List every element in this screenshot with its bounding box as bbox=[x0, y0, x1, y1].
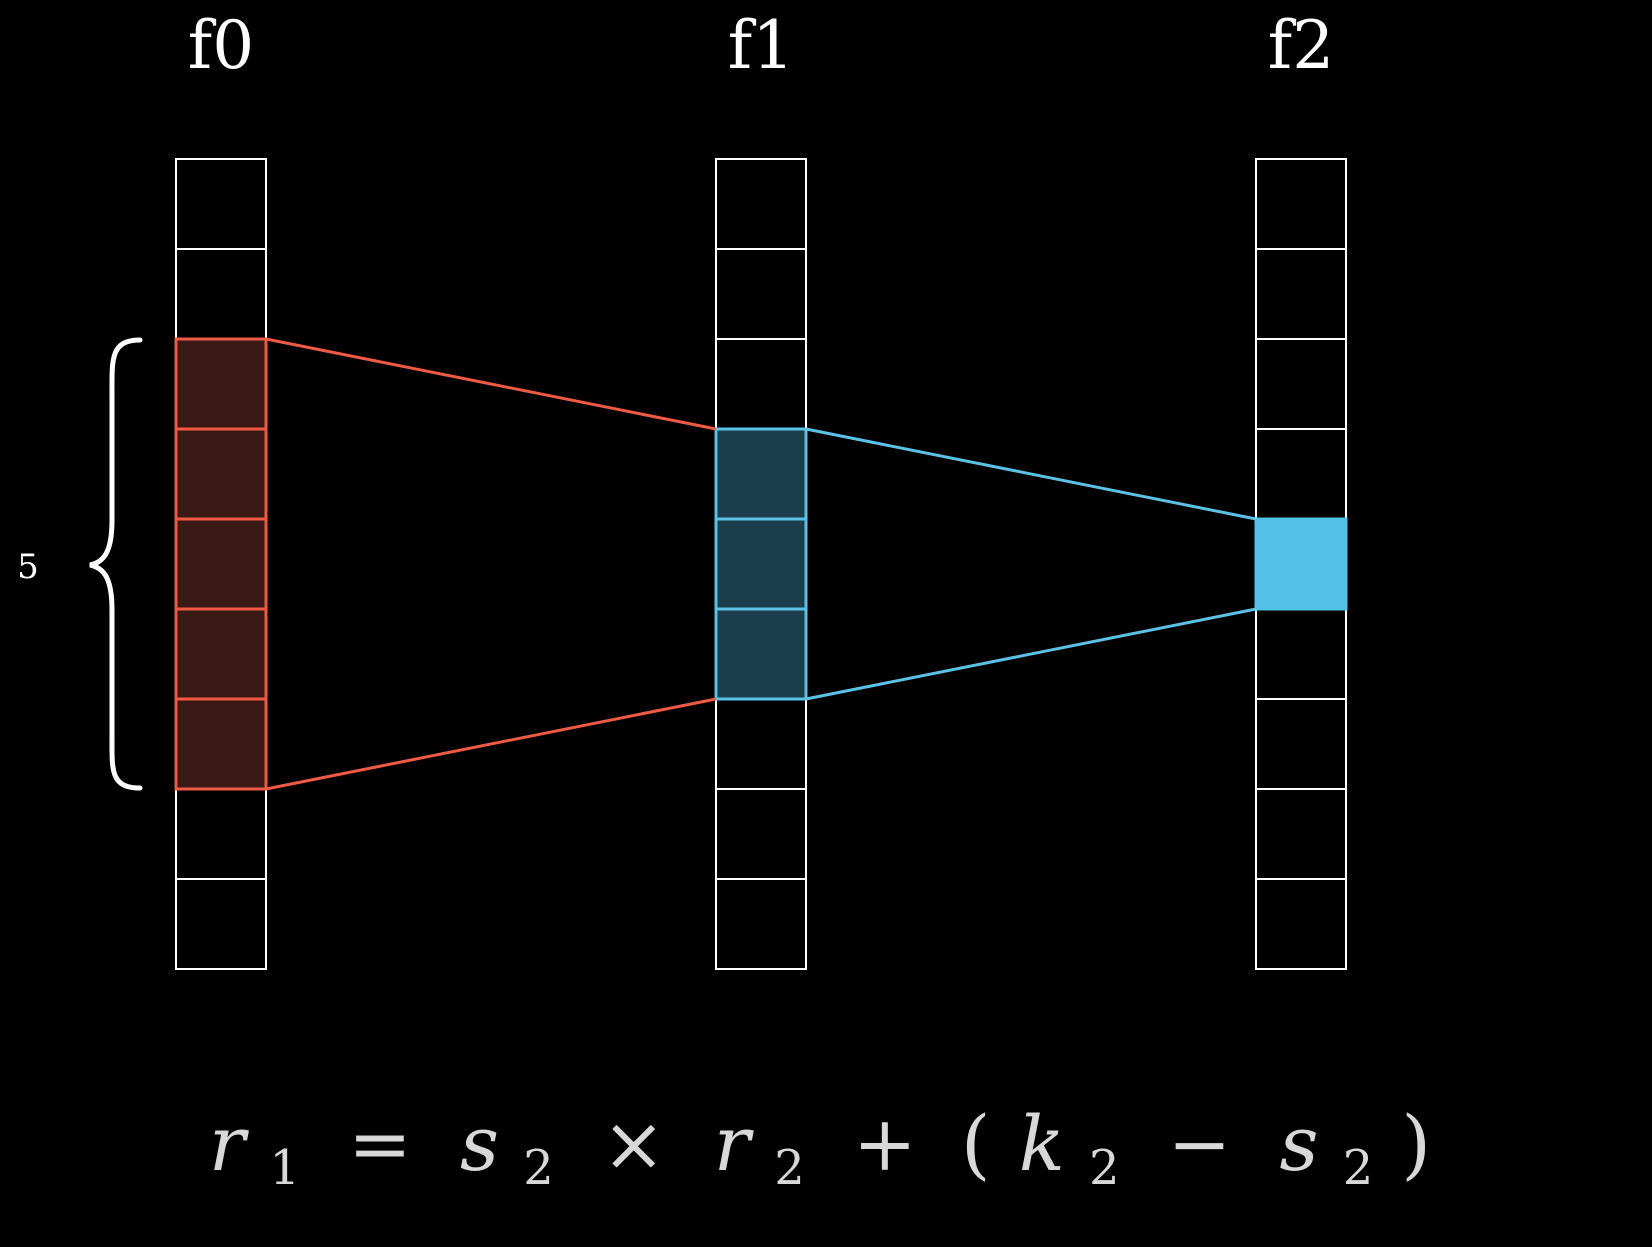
f0-highlight-cell-6 bbox=[174, 697, 268, 791]
feature-map-f2 bbox=[1254, 158, 1348, 970]
formula-r: r bbox=[209, 1099, 250, 1188]
f1-cell-8 bbox=[715, 878, 807, 970]
formula-lparen: ( bbox=[961, 1099, 991, 1188]
f2-cell-5 bbox=[1255, 608, 1347, 700]
f2-cell-7 bbox=[1255, 788, 1347, 880]
formula-sub-2a: 2 bbox=[523, 1140, 554, 1196]
feature-map-f0 bbox=[174, 158, 268, 970]
f0-cell-0 bbox=[175, 158, 267, 250]
formula-s: s bbox=[460, 1099, 499, 1188]
f1-cell-1 bbox=[715, 248, 807, 340]
brace-label: 5 bbox=[17, 547, 39, 587]
f0-cell-7 bbox=[175, 788, 267, 880]
f0-highlight-cell-3 bbox=[174, 427, 268, 521]
f1-to-f2-connector-top bbox=[805, 427, 1257, 521]
formula-k: k bbox=[1019, 1099, 1065, 1188]
f1-cell-0 bbox=[715, 158, 807, 250]
formula-minus: − bbox=[1168, 1099, 1232, 1188]
f2-cell-3 bbox=[1255, 428, 1347, 520]
column-title-f1: f1 bbox=[728, 7, 794, 84]
f1-cell-2 bbox=[715, 338, 807, 430]
f1-highlight-cell-5 bbox=[714, 607, 808, 701]
f0-highlight-cell-2 bbox=[174, 337, 268, 431]
formula-plus: + bbox=[853, 1099, 917, 1188]
f1-highlight-cell-3 bbox=[714, 427, 808, 521]
formula-sub-2c: 2 bbox=[1089, 1140, 1120, 1196]
column-title-f0: f0 bbox=[188, 7, 254, 84]
formula-rparen: ) bbox=[1401, 1099, 1431, 1188]
formula-sub-1: 1 bbox=[269, 1140, 300, 1196]
column-title-f2: f2 bbox=[1268, 7, 1334, 84]
f2-cell-1 bbox=[1255, 248, 1347, 340]
formula-times: × bbox=[602, 1099, 666, 1188]
f2-highlight-cell-4 bbox=[1254, 517, 1348, 611]
f0-highlight-cell-4 bbox=[174, 517, 268, 611]
formula-r2: r bbox=[714, 1099, 755, 1188]
f2-cell-6 bbox=[1255, 698, 1347, 790]
f0-highlight-cell-5 bbox=[174, 607, 268, 701]
f2-cell-2 bbox=[1255, 338, 1347, 430]
receptive-field-formula: r 1 = s 2 × r 2 + ( k 2 − s 2 ) bbox=[209, 1099, 1431, 1202]
feature-map-f1 bbox=[714, 158, 808, 970]
formula-sub-2b: 2 bbox=[774, 1140, 805, 1196]
f0-cell-8 bbox=[175, 878, 267, 970]
receptive-field-connectors bbox=[265, 337, 1257, 791]
f1-cell-7 bbox=[715, 788, 807, 880]
f0-cell-1 bbox=[175, 248, 267, 340]
curly-brace bbox=[89, 337, 143, 791]
f1-cell-6 bbox=[715, 698, 807, 790]
formula-sub-2d: 2 bbox=[1343, 1140, 1374, 1196]
f1-to-f2-connector-bottom bbox=[805, 607, 1257, 701]
formula-equals: = bbox=[348, 1099, 412, 1188]
f2-cell-8 bbox=[1255, 878, 1347, 970]
f0-to-f1-connector-bottom bbox=[265, 697, 717, 791]
formula-s2: s bbox=[1280, 1099, 1319, 1188]
f0-to-f1-connector-top bbox=[265, 337, 717, 431]
f2-cell-0 bbox=[1255, 158, 1347, 250]
f1-highlight-cell-4 bbox=[714, 517, 808, 611]
